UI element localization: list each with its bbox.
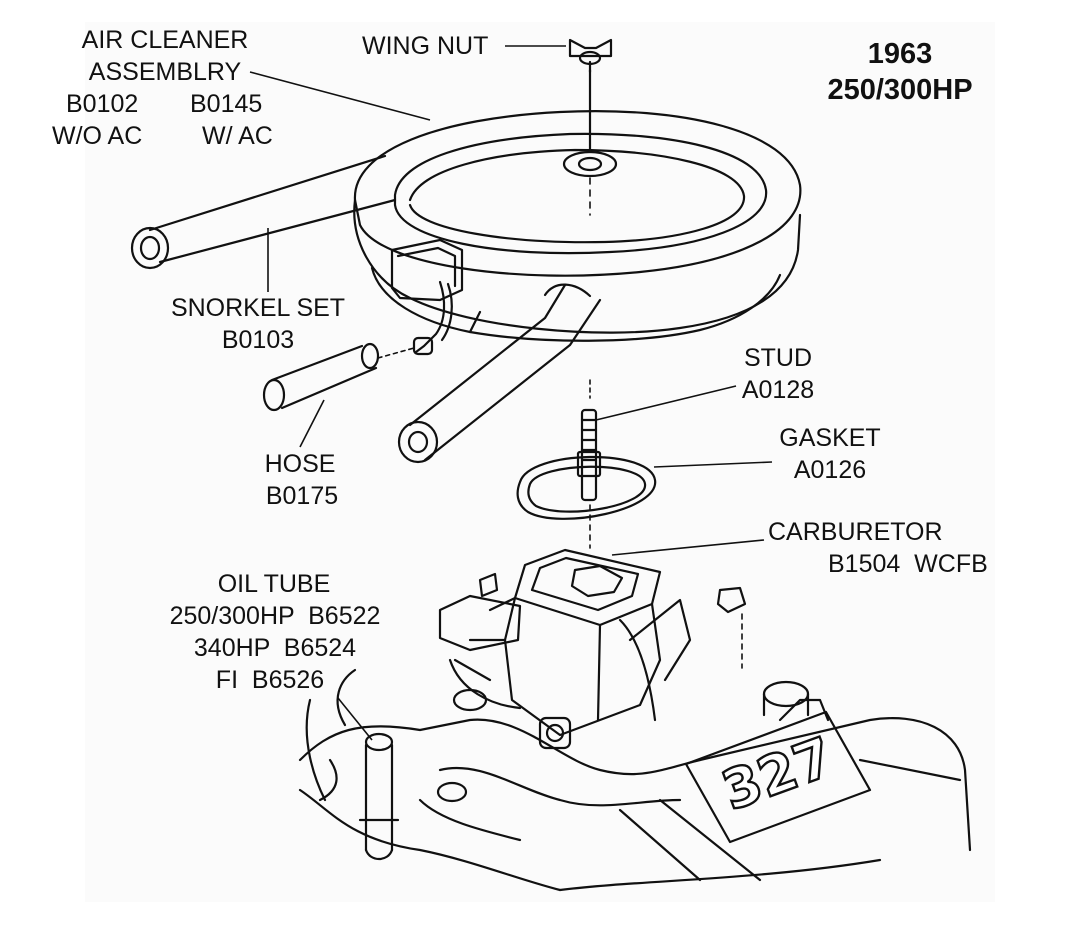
wing-nut-label: WING NUT — [362, 32, 489, 60]
air-cleaner-part-no-ac: B0102 — [66, 90, 139, 118]
gasket-part: A0126 — [793, 456, 867, 484]
oil-tube-line1: 250/300HP B6522 — [169, 602, 381, 630]
hose — [262, 342, 415, 412]
leader-oil-tube — [337, 697, 373, 741]
oil-tube-label: OIL TUBE — [217, 570, 331, 598]
diagram-horsepower: 250/300HP — [827, 74, 973, 106]
air-cleaner-label-line2: ASSEMBLRY — [88, 58, 242, 86]
diagram-year: 1963 — [867, 38, 933, 70]
hose-part: B0175 — [265, 482, 339, 510]
hose-label: HOSE — [264, 450, 336, 478]
stud-label: STUD — [743, 344, 813, 372]
snorkel-label: SNORKEL SET — [170, 294, 346, 322]
carburetor — [438, 548, 747, 750]
snorkel-set — [130, 154, 602, 464]
carburetor-part: B1504 WCFB — [828, 550, 988, 578]
stud-part: A0128 — [741, 376, 815, 404]
leader-stud — [595, 385, 737, 421]
air-cleaner-note-no-ac: W/O AC — [52, 122, 143, 150]
air-cleaner-part-ac: B0145 — [190, 90, 263, 118]
intake-manifold — [298, 668, 972, 892]
oil-tube-line2: 340HP B6524 — [193, 634, 357, 662]
leader-lines — [249, 45, 773, 741]
leader-carburetor — [611, 539, 765, 556]
gasket-label: GASKET — [779, 424, 881, 452]
gasket — [516, 455, 657, 520]
air-cleaner-assembly — [353, 68, 802, 356]
carburetor-label: CARBURETOR — [768, 518, 943, 546]
snorkel-part: B0103 — [221, 326, 295, 354]
leader-gasket — [653, 461, 773, 468]
wing-nut — [568, 38, 613, 74]
oil-tube — [358, 732, 400, 861]
leader-air-cleaner — [249, 71, 431, 121]
air-cleaner-label-line1: AIR CLEANER — [81, 26, 249, 54]
oil-tube-line3: FI B6526 — [215, 666, 325, 694]
stud — [576, 379, 602, 549]
leader-hose — [299, 399, 325, 448]
air-cleaner-note-ac: W/ AC — [202, 122, 273, 150]
